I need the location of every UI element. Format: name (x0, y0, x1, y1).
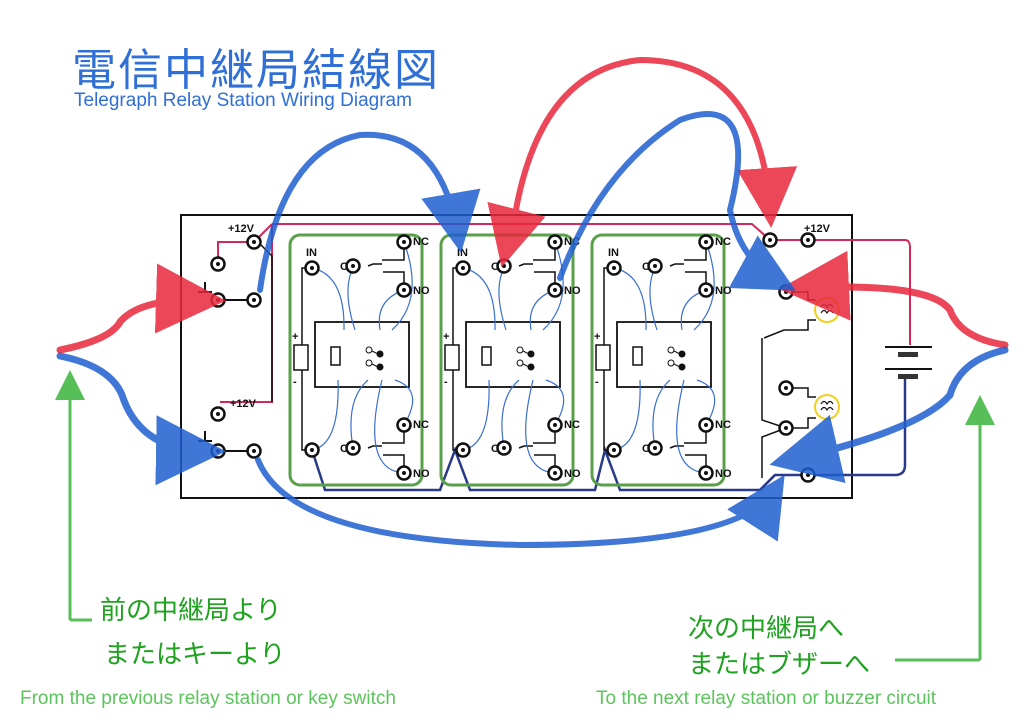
battery-icon (885, 346, 932, 379)
label-nc: NC (413, 419, 429, 431)
label-c: C (491, 261, 499, 273)
label-in: IN (457, 247, 468, 259)
lamp-icon (814, 297, 840, 323)
terminal-coil-return[interactable] (455, 442, 471, 458)
voltage-label: +12V (230, 398, 257, 410)
polarity-plus: + (443, 331, 449, 343)
terminal-coil-return[interactable] (606, 442, 622, 458)
note-right-en: To the next relay station or buzzer circ… (596, 688, 937, 709)
terminal-in[interactable] (304, 260, 320, 276)
blue-wire-input (56, 352, 226, 486)
polarity-minus: - (595, 376, 599, 388)
terminal-c-bottom[interactable] (496, 440, 512, 456)
terminal-no-top[interactable] (547, 282, 563, 298)
terminal-no-bottom[interactable] (698, 465, 714, 481)
terminal-no-top[interactable] (396, 282, 412, 298)
terminal-key-bottom-in[interactable] (210, 443, 226, 459)
terminal-nc-bottom[interactable] (547, 417, 563, 433)
terminal-ground[interactable] (800, 467, 816, 483)
terminal-no-bottom[interactable] (396, 465, 412, 481)
terminal-key-top-out[interactable] (246, 292, 262, 308)
terminal-nc-top[interactable] (698, 234, 714, 250)
label-no: NO (413, 468, 430, 480)
label-nc: NC (413, 236, 429, 248)
terminal-in[interactable] (606, 260, 622, 276)
polarity-minus: - (293, 376, 297, 388)
blue-wire-output (769, 346, 1009, 484)
terminal-12v-right[interactable] (800, 232, 816, 248)
terminal-c-bottom[interactable] (345, 440, 361, 456)
terminal-nc-top[interactable] (547, 234, 563, 250)
lamp-icon (814, 394, 840, 420)
terminal-nc-top[interactable] (396, 234, 412, 250)
module-border (590, 233, 726, 487)
label-nc: NC (564, 419, 580, 431)
voltage-label: +12V (804, 223, 831, 235)
label-c: C (642, 443, 650, 455)
terminal-12v-bottom[interactable] (210, 406, 226, 422)
terminal-key-bottom-out[interactable] (246, 443, 262, 459)
annotation-pointer-right (895, 395, 995, 662)
terminal-nc-bottom[interactable] (698, 417, 714, 433)
power-rail-black (255, 239, 273, 402)
annotation-pointer-left (55, 370, 92, 622)
label-c: C (340, 443, 348, 455)
terminal-lamp-bottom-b[interactable] (778, 420, 794, 436)
red-wire-output (779, 250, 1009, 349)
terminal-no-bottom[interactable] (547, 465, 563, 481)
note-left-jp-line1: 前の中継局より (100, 596, 282, 626)
terminal-key-top-in[interactable] (210, 292, 226, 308)
label-c: C (491, 443, 499, 455)
title-japanese: 電信中継局結線図 (72, 45, 440, 96)
label-no: NO (413, 285, 430, 297)
label-c: C (642, 261, 650, 273)
blue-jumper-wires (255, 111, 796, 549)
module-border (288, 233, 424, 487)
note-left-jp-line2: またはキーより (104, 640, 286, 670)
resistor-icon (595, 344, 611, 371)
terminal-lamp-top[interactable] (778, 284, 794, 300)
terminal-12v-top[interactable] (246, 234, 262, 250)
terminal-nc-out[interactable] (762, 232, 778, 248)
polarity-plus: + (292, 331, 298, 343)
note-right-jp-line2: またはブザーへ (688, 650, 871, 680)
label-in: IN (306, 247, 317, 259)
terminal-c-top[interactable] (345, 258, 361, 274)
note-left-en: From the previous relay station or key s… (20, 688, 396, 709)
terminal-lamp-bottom-a[interactable] (778, 380, 794, 396)
note-right-jp-line1: 次の中継局へ (688, 614, 845, 644)
resistor-icon (293, 344, 309, 371)
red-wire-input (56, 263, 226, 354)
terminal-coil-return[interactable] (304, 442, 320, 458)
relay-module: + - IN C NC NO C NC NO (590, 233, 732, 487)
relay-coil-icon (632, 346, 643, 366)
voltage-label: +12V (228, 223, 255, 235)
label-nc: NC (715, 236, 731, 248)
terminal-nc-bottom[interactable] (396, 417, 412, 433)
polarity-minus: - (444, 376, 448, 388)
label-no: NO (715, 468, 732, 480)
terminal-c-top[interactable] (496, 258, 512, 274)
terminal-c-bottom[interactable] (647, 440, 663, 456)
title-english: Telegraph Relay Station Wiring Diagram (74, 90, 412, 111)
resistor-icon (444, 344, 460, 371)
terminal-c-top[interactable] (647, 258, 663, 274)
polarity-plus: + (594, 331, 600, 343)
label-nc: NC (715, 419, 731, 431)
terminal-in[interactable] (455, 260, 471, 276)
relay-coil-icon (330, 346, 341, 366)
label-no: NO (564, 285, 581, 297)
relay-coil-icon (481, 346, 492, 366)
terminal-no-top[interactable] (698, 282, 714, 298)
label-no: NO (715, 285, 732, 297)
relay-module: + - IN C NC NO C NC NO (288, 233, 430, 487)
label-in: IN (608, 247, 619, 259)
label-no: NO (564, 468, 581, 480)
red-jumper-wire (487, 56, 798, 268)
label-c: C (340, 261, 348, 273)
terminal-key-top-a[interactable] (210, 256, 226, 272)
